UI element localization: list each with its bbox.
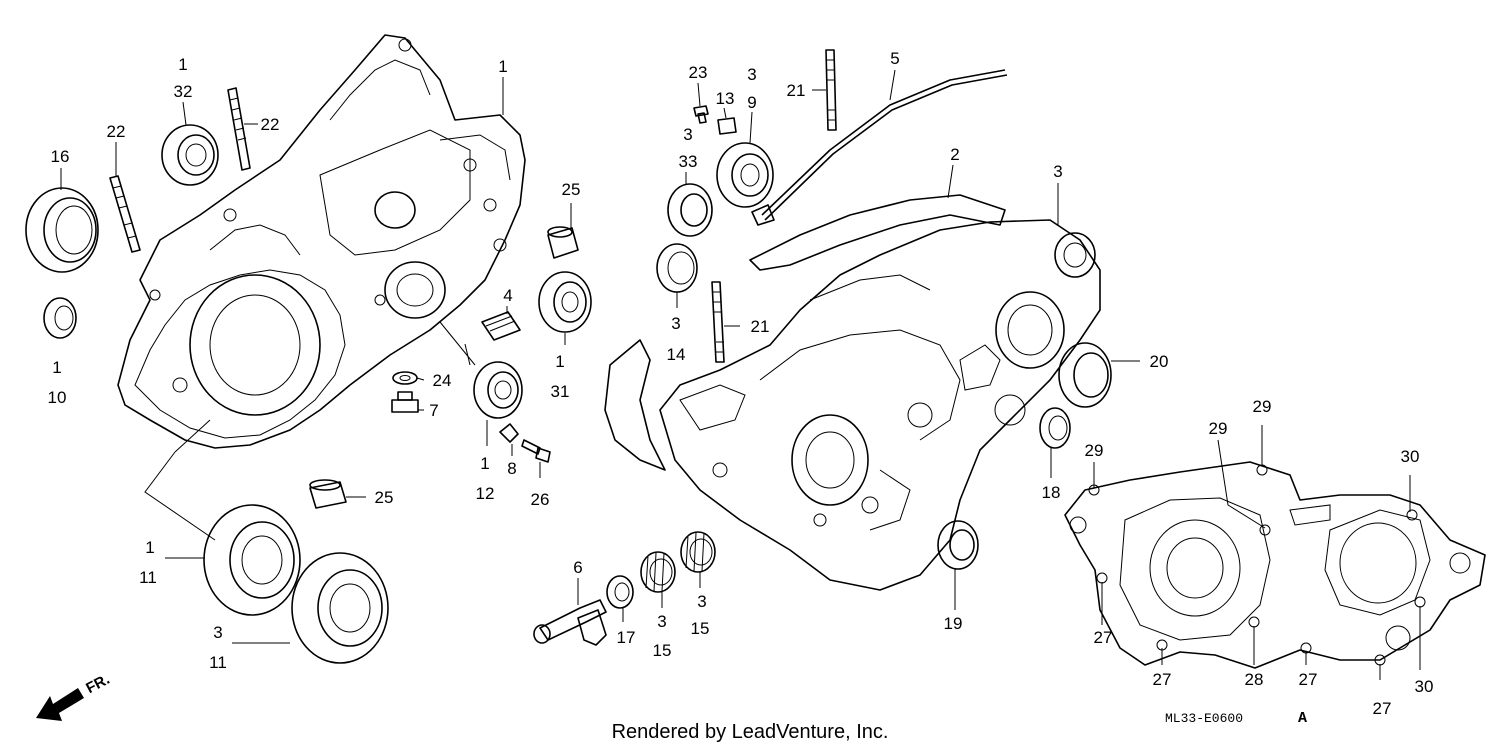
callout-label: 18 bbox=[1042, 483, 1061, 502]
diagram-code: ML33-E0600 bbox=[1165, 711, 1243, 726]
callout-label: 21 bbox=[787, 81, 806, 100]
callout-label: 26 bbox=[531, 490, 550, 509]
callout-label: 3 bbox=[657, 612, 666, 631]
callout-label: 14 bbox=[667, 345, 686, 364]
bearing-32 bbox=[161, 124, 219, 186]
callout-label: 19 bbox=[944, 614, 963, 633]
bearing-9 bbox=[716, 142, 774, 208]
dowel-pin-25-upper bbox=[547, 226, 579, 259]
callout-label: 1 bbox=[555, 352, 564, 371]
callout-label: 27 bbox=[1153, 670, 1172, 689]
front-arrow-icon: FR. bbox=[36, 671, 113, 721]
callout-label: 32 bbox=[174, 82, 193, 101]
callout-label: 27 bbox=[1373, 699, 1392, 718]
callout-label: 22 bbox=[107, 122, 126, 141]
callout-label: 8 bbox=[507, 459, 516, 478]
callout-label: 29 bbox=[1209, 419, 1228, 438]
callout-label: 22 bbox=[261, 115, 280, 134]
callout-labels: 1 32 22 22 16 1 25 4 1 31 1 10 24 7 1 12… bbox=[48, 49, 1434, 718]
part-4 bbox=[481, 311, 521, 341]
bearing-10 bbox=[43, 297, 77, 339]
callout-label: 24 bbox=[433, 371, 452, 390]
screw-23 bbox=[693, 105, 709, 124]
callout-label: 16 bbox=[51, 147, 70, 166]
oil-seal-20 bbox=[1058, 342, 1112, 408]
shaft-6 bbox=[533, 599, 607, 646]
stud-22-upper bbox=[227, 87, 251, 171]
oil-seal-18 bbox=[1039, 407, 1071, 449]
bearing-11-right bbox=[291, 552, 389, 664]
callout-label: 1 bbox=[480, 454, 489, 473]
callout-label: 15 bbox=[653, 641, 672, 660]
cover-gasket bbox=[1064, 461, 1486, 669]
stud-22-lower bbox=[109, 175, 141, 253]
bolt-26 bbox=[521, 439, 551, 463]
callout-label: 3 bbox=[747, 65, 756, 84]
leader-lines bbox=[60, 69, 1421, 680]
gasket-2 bbox=[604, 194, 1006, 471]
needle-bearing-15-right bbox=[680, 531, 716, 573]
callout-label: 3 bbox=[697, 592, 706, 611]
seal-17 bbox=[606, 575, 634, 609]
drain-bolt-7 bbox=[391, 391, 419, 413]
callout-label: 29 bbox=[1253, 397, 1272, 416]
dowel-pin-25-lower bbox=[309, 479, 347, 509]
callout-label: 33 bbox=[679, 152, 698, 171]
callout-label: 20 bbox=[1150, 352, 1169, 371]
bearing-31 bbox=[538, 271, 592, 333]
callout-label: 11 bbox=[139, 568, 157, 587]
callout-label: 12 bbox=[476, 484, 495, 503]
callout-label: 1 bbox=[178, 55, 187, 74]
callout-label: 17 bbox=[617, 628, 636, 647]
callout-label: 3 bbox=[671, 314, 680, 333]
front-marker-label: FR. bbox=[83, 671, 112, 697]
stud-21-upper bbox=[825, 49, 837, 131]
hose-5 bbox=[751, 69, 1008, 226]
callout-label: 6 bbox=[573, 558, 582, 577]
left-crankcase bbox=[117, 34, 526, 449]
oil-seal-16 bbox=[25, 187, 99, 273]
callout-label: 3 bbox=[213, 623, 222, 642]
needle-bearing-15-left bbox=[640, 551, 676, 593]
bearing-12 bbox=[473, 361, 523, 419]
callout-label: 1 bbox=[498, 57, 507, 76]
callout-label: 21 bbox=[751, 317, 770, 336]
callout-label: 15 bbox=[691, 619, 710, 638]
callout-label: 4 bbox=[503, 286, 512, 305]
callout-label: 11 bbox=[209, 653, 227, 672]
callout-label: 13 bbox=[716, 89, 735, 108]
callout-label: 5 bbox=[890, 49, 899, 68]
callout-label: 27 bbox=[1299, 670, 1318, 689]
callout-label: 2 bbox=[950, 145, 959, 164]
oil-seal-19 bbox=[937, 520, 979, 570]
diagram-code-suffix: A bbox=[1298, 710, 1307, 727]
callout-label: 29 bbox=[1085, 441, 1104, 460]
footer-credit: Rendered by LeadVenture, Inc. bbox=[612, 721, 889, 743]
needle-bearing-14 bbox=[656, 243, 698, 293]
callout-label: 28 bbox=[1245, 670, 1264, 689]
stud-21-lower bbox=[711, 281, 725, 363]
callout-label: 31 bbox=[551, 382, 570, 401]
callout-label: 30 bbox=[1401, 447, 1420, 466]
callout-label: 3 bbox=[683, 125, 692, 144]
callout-label: 1 bbox=[145, 538, 154, 557]
callout-label: 23 bbox=[689, 63, 708, 82]
callout-label: 27 bbox=[1094, 628, 1113, 647]
callout-label: 7 bbox=[429, 401, 438, 420]
washer-24 bbox=[392, 371, 418, 385]
callout-label: 25 bbox=[562, 180, 581, 199]
callout-label: 10 bbox=[48, 388, 67, 407]
bearing-33 bbox=[667, 183, 713, 237]
callout-label: 25 bbox=[375, 488, 394, 507]
right-crankcase bbox=[659, 219, 1101, 591]
part-8 bbox=[499, 423, 519, 443]
callout-label: 9 bbox=[747, 93, 756, 112]
callout-label: 3 bbox=[1053, 162, 1062, 181]
bearing-11-left bbox=[203, 504, 301, 616]
callout-label: 1 bbox=[52, 358, 61, 377]
callout-label: 30 bbox=[1415, 677, 1434, 696]
part-13 bbox=[717, 117, 737, 135]
